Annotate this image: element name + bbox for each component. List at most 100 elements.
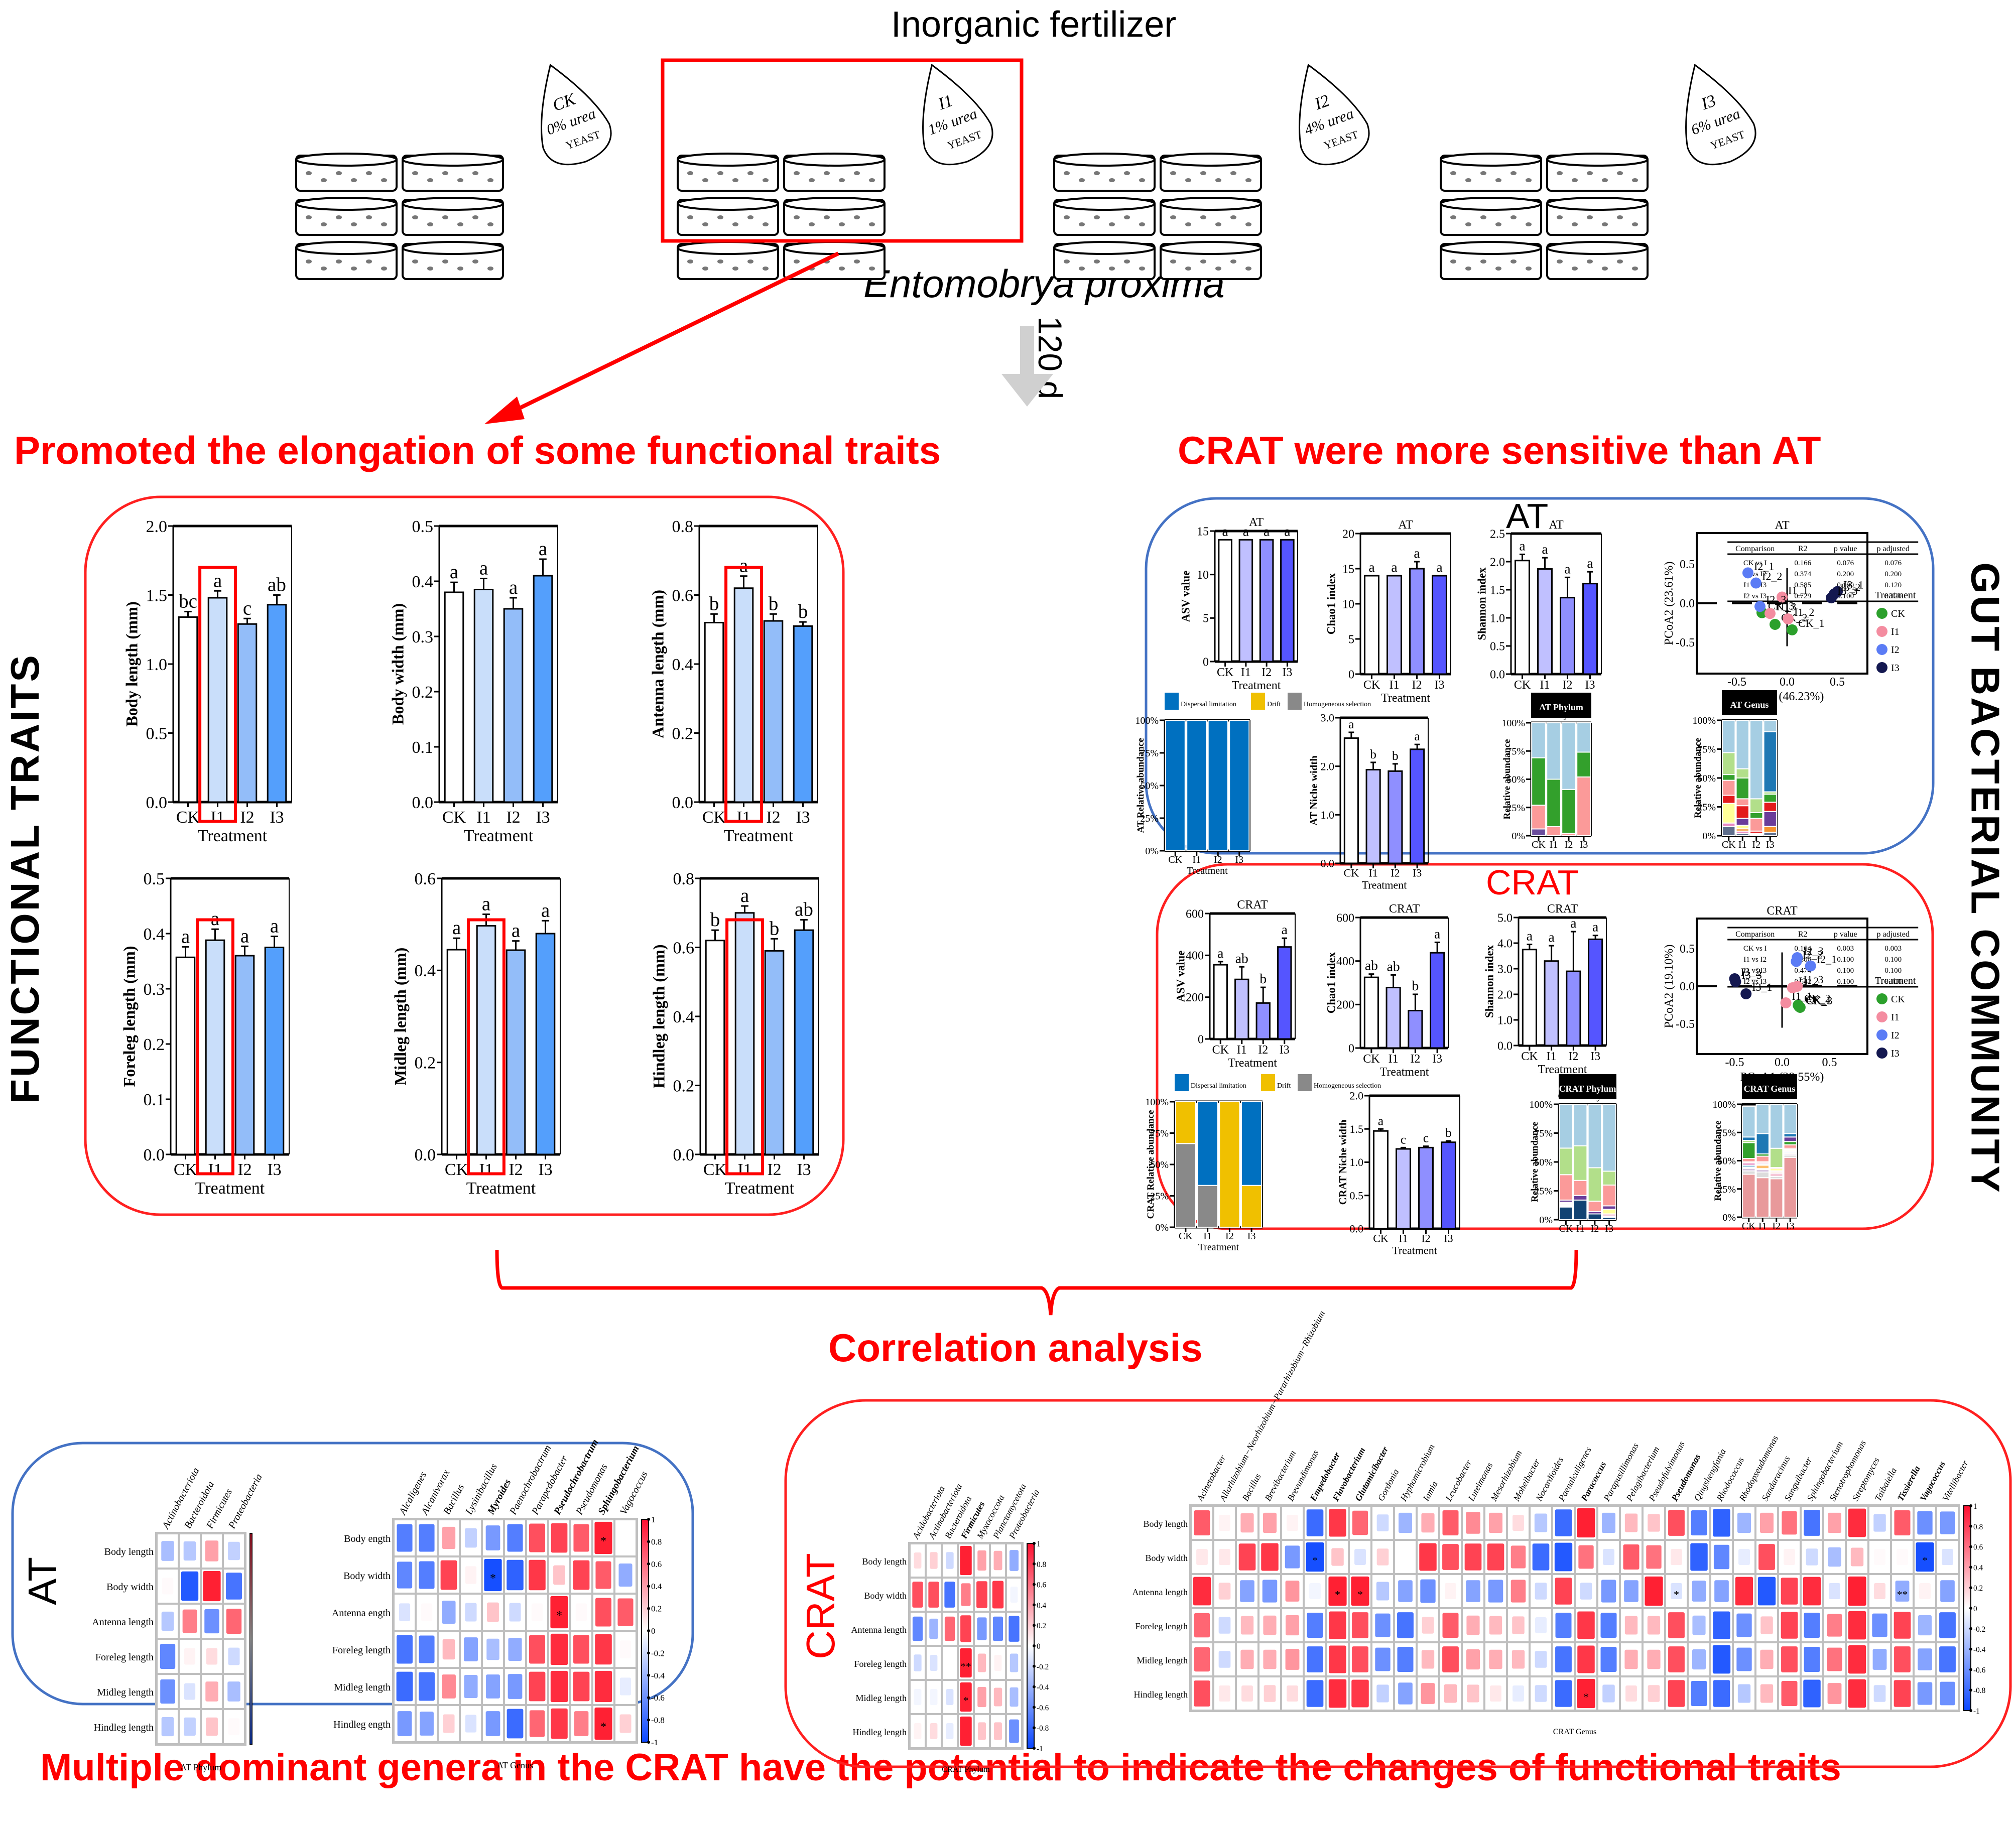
colorbar-label: -0.8 bbox=[651, 1716, 665, 1725]
cell-2-29 bbox=[1848, 1576, 1866, 1606]
legend-title: Treatment bbox=[1875, 975, 1916, 986]
cell-2-2 bbox=[442, 1600, 456, 1624]
row-label: Body length bbox=[1144, 1519, 1188, 1529]
cell-1-2 bbox=[203, 1571, 221, 1602]
springtail-dot bbox=[351, 178, 357, 182]
cell-1-26 bbox=[1784, 1549, 1795, 1565]
cell-3-0 bbox=[1194, 1613, 1210, 1638]
springtail-dot bbox=[1557, 259, 1563, 264]
cell-2-8 bbox=[1376, 1582, 1390, 1601]
cell-2-31 bbox=[1895, 1581, 1910, 1602]
cell-1-5 bbox=[507, 1559, 524, 1591]
x-tick-label: 0.0 bbox=[1775, 1056, 1790, 1069]
bar-I1 bbox=[1387, 575, 1402, 675]
springtail-dot bbox=[1064, 259, 1070, 264]
stacked-segment-g11 bbox=[1735, 720, 1749, 769]
springtail-dot bbox=[1124, 171, 1130, 175]
x-tick-label: I1 bbox=[1576, 1223, 1585, 1234]
cell-5-17 bbox=[1577, 1678, 1595, 1709]
cell-5-21 bbox=[1668, 1680, 1685, 1707]
bar-CK bbox=[1364, 575, 1379, 675]
colorbar-tick bbox=[1033, 1603, 1036, 1607]
y-tick-label: 0.0 bbox=[1321, 857, 1335, 870]
crat-heatmap-panel bbox=[784, 1399, 2012, 1768]
cell-5-5 bbox=[1306, 1680, 1324, 1707]
bar-I2 bbox=[1409, 568, 1425, 675]
bar-I3 bbox=[264, 947, 285, 1155]
colorbar-tick bbox=[1969, 1504, 1972, 1507]
significance-letter: bc bbox=[179, 591, 197, 612]
cell-3-20 bbox=[1647, 1616, 1661, 1635]
x-tick-label: CK bbox=[1179, 1231, 1193, 1242]
bar-I2 bbox=[1408, 1009, 1423, 1049]
cell-5-8 bbox=[1376, 1684, 1389, 1703]
significance-letter: ab bbox=[1235, 950, 1248, 966]
cell-3-1 bbox=[419, 1635, 435, 1663]
cell-3-18 bbox=[1600, 1612, 1617, 1638]
x-axis-label: Treatment bbox=[1381, 692, 1430, 705]
springtail-dot bbox=[1632, 267, 1638, 271]
springtail-dot bbox=[1215, 267, 1221, 271]
cell-0-5 bbox=[1306, 1509, 1324, 1536]
cell-3-2 bbox=[946, 1655, 954, 1671]
springtail-dot bbox=[487, 267, 493, 271]
row-label: Antenna length bbox=[92, 1617, 154, 1628]
point-CK_2 bbox=[1770, 619, 1781, 630]
springtail-dot bbox=[1245, 222, 1251, 226]
cell-1-6 bbox=[529, 1559, 546, 1591]
cell-3-1 bbox=[930, 1655, 938, 1671]
springtail-dot bbox=[1495, 222, 1501, 226]
cell-4-17 bbox=[1577, 1645, 1595, 1673]
cell-1-12 bbox=[1464, 1543, 1482, 1571]
cell-3-17 bbox=[1577, 1611, 1595, 1639]
springtail-dot bbox=[366, 171, 372, 175]
cell-5-7 bbox=[1351, 1679, 1369, 1708]
highlight-box bbox=[196, 918, 234, 1176]
cell-4-8 bbox=[573, 1671, 590, 1702]
bar-I2 bbox=[1418, 1146, 1434, 1230]
x-tick-label: I3 bbox=[1435, 679, 1445, 692]
row-label: Midleg length bbox=[856, 1693, 907, 1703]
cell-2-16 bbox=[1555, 1578, 1572, 1605]
petri-dish-rim bbox=[1053, 241, 1156, 255]
stacked-segment-g8 bbox=[1735, 777, 1749, 800]
y-tick-label: 0.2 bbox=[415, 1054, 436, 1073]
cell-2-12 bbox=[1466, 1580, 1480, 1602]
cell-1-3 bbox=[961, 1583, 971, 1606]
table-cell: 0.200 bbox=[1837, 570, 1854, 578]
springtail-dot bbox=[1109, 222, 1115, 226]
stacked-segment-g14 bbox=[1783, 1133, 1797, 1138]
cell-0-2 bbox=[946, 1552, 954, 1569]
bar-I1 bbox=[1544, 960, 1559, 1047]
row-label: Foreleg length bbox=[332, 1645, 391, 1656]
cell-2-7 bbox=[1351, 1576, 1369, 1606]
chart-title: CRAT bbox=[1237, 898, 1268, 912]
y-tick-label: 0.2 bbox=[412, 683, 434, 702]
x-tick-label: I3 bbox=[270, 808, 284, 827]
legend-label: CK bbox=[1891, 608, 1905, 619]
cell-2-9 bbox=[1398, 1580, 1413, 1602]
cell-0-3 bbox=[960, 1545, 972, 1576]
colorbar-label: 0.6 bbox=[1037, 1581, 1046, 1590]
cell-1-18 bbox=[1603, 1549, 1614, 1565]
springtail-dot bbox=[1557, 215, 1563, 219]
y-tick-label: 5 bbox=[1348, 633, 1354, 646]
springtail-dot bbox=[1526, 222, 1532, 226]
cell-5-26 bbox=[1781, 1680, 1798, 1707]
x-axis-label: Treatment bbox=[466, 1179, 536, 1198]
springtail-dot bbox=[1480, 259, 1486, 264]
stacked-segment-drift bbox=[1175, 1101, 1196, 1144]
cell-4-5 bbox=[508, 1674, 523, 1699]
stacked-segment-g5 bbox=[1755, 1164, 1770, 1169]
x-tick-label: CK bbox=[1559, 1223, 1573, 1234]
cell-5-30 bbox=[1873, 1685, 1886, 1702]
y-tick-label: 100% bbox=[1145, 1097, 1169, 1108]
bar-I3 bbox=[267, 604, 287, 803]
colorbar-label: 1 bbox=[1973, 1502, 1977, 1511]
cell-3-1 bbox=[184, 1648, 196, 1665]
